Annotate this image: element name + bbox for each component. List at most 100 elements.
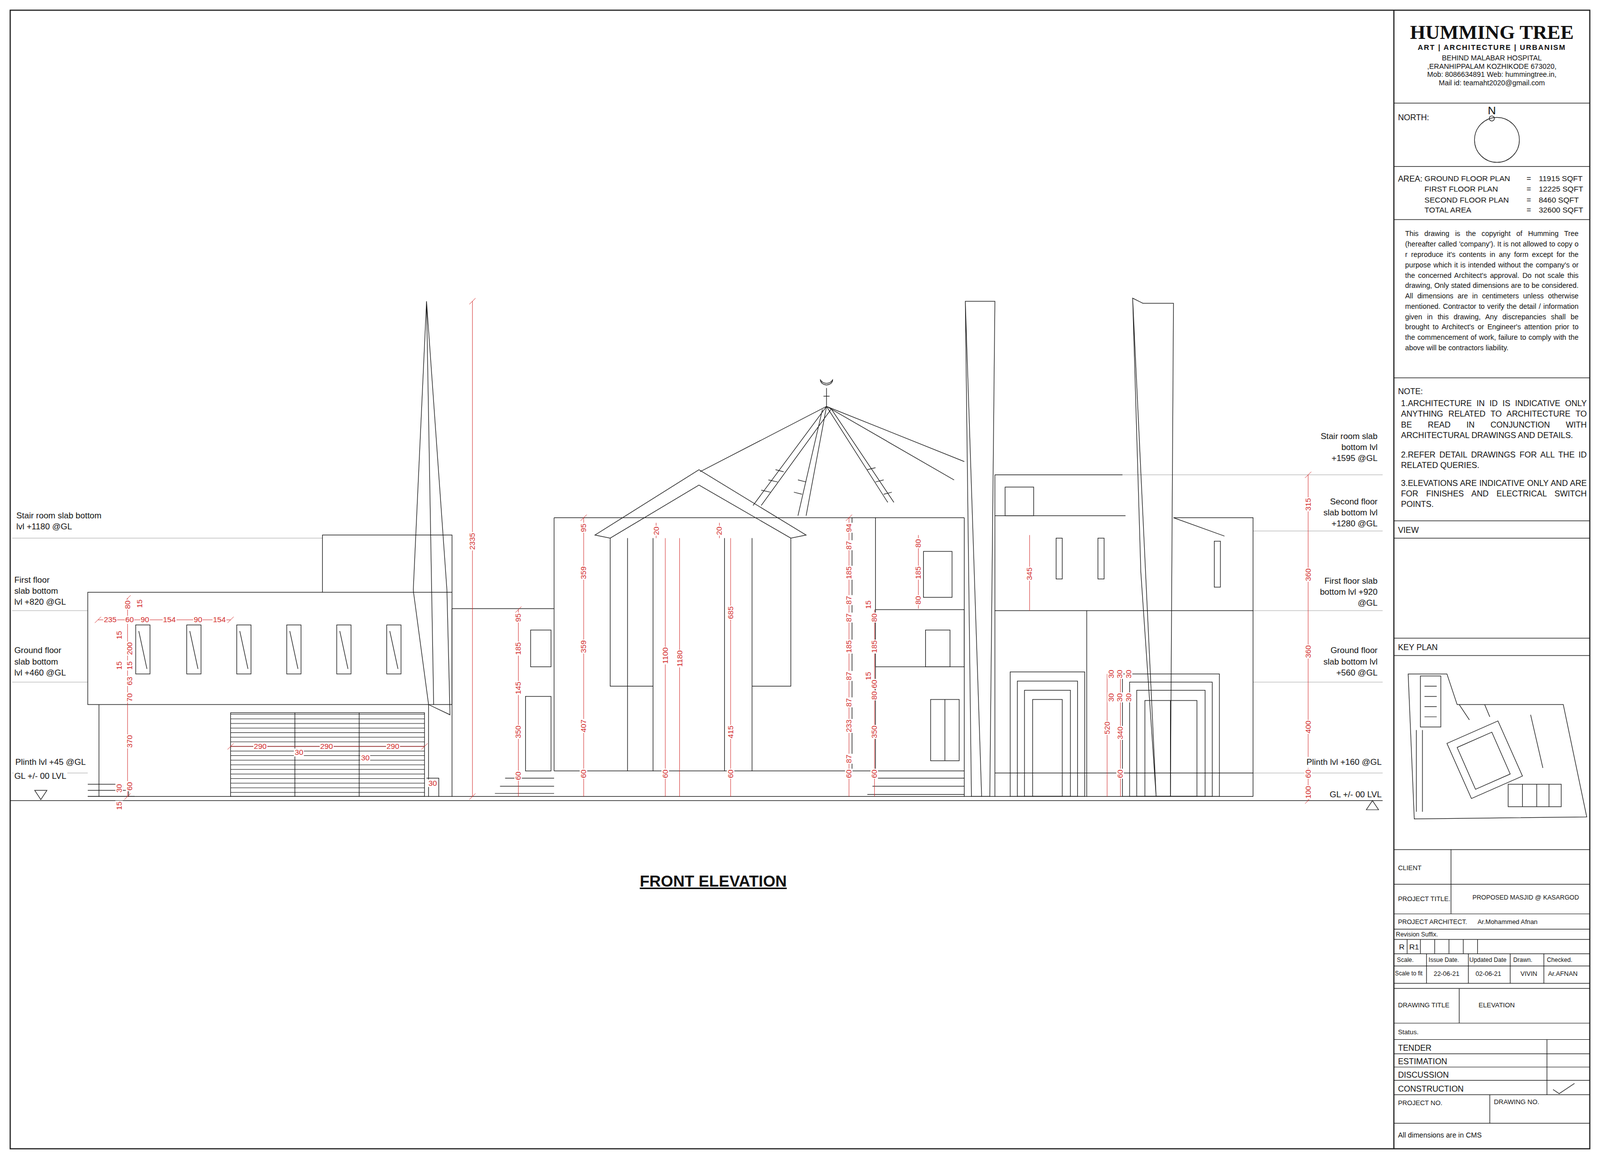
dimension-value: 360 <box>1304 567 1312 582</box>
dimension-value: 185 <box>845 639 853 654</box>
title-block-text: Ar.Mohammed Afnan <box>1477 917 1538 927</box>
dimension-value: 60 <box>726 769 735 780</box>
north-symbol <box>1474 115 1520 163</box>
level-note: Plinth lvl +45 @GL <box>14 756 87 768</box>
dimension-value: 80 <box>914 538 923 549</box>
dimension-value: 520 <box>1103 720 1111 735</box>
dimension-line <box>94 298 1312 804</box>
title-block-text: TENDER <box>1398 1042 1432 1053</box>
dimension-value: 345 <box>1025 566 1034 581</box>
dimension-value: 30 <box>1116 668 1124 679</box>
dimension-value: 80 <box>870 612 879 623</box>
elevation-linework <box>339 630 348 669</box>
elevation-linework <box>9 298 1383 810</box>
note-text: 2.REFER DETAIL DRAWINGS FOR ALL THE ID R… <box>1400 449 1587 471</box>
elevation-linework <box>289 630 298 669</box>
dimension-value: 30 <box>115 783 124 794</box>
level-line <box>12 474 1384 774</box>
title-block-text: TOTAL AREA <box>1424 204 1472 215</box>
level-note: First floor slab bottom lvl +820 @GL <box>13 574 69 608</box>
title-block-text: Scale to fit <box>1395 969 1423 978</box>
note-text: 3.ELEVATIONS ARE INDICATIVE ONLY AND ARE… <box>1400 477 1587 510</box>
elevation-linework <box>595 469 807 538</box>
dimension-value: 30 <box>294 748 305 757</box>
elevation-linework <box>426 778 439 797</box>
title-block-text: 8460 SQFT <box>1538 195 1579 205</box>
title-block-text: PROJECT TITLE. <box>1398 894 1451 903</box>
elevation-linework <box>995 517 1254 797</box>
dimension-value: 359 <box>580 565 588 580</box>
title-block-text: Revision Suffix. <box>1396 930 1438 939</box>
elevation-linework <box>1017 680 1078 797</box>
key-plan-thumbnail <box>1508 784 1562 807</box>
elevation-linework <box>186 624 201 674</box>
elevation-linework <box>1024 690 1071 797</box>
title-block-text: NORTH: <box>1398 112 1429 123</box>
title-block-text: VIEW <box>1398 524 1419 536</box>
dimension-line <box>97 301 1308 801</box>
dimension-value: 60 <box>1304 769 1312 780</box>
title-block-text: Issue Date. <box>1428 956 1459 965</box>
level-note: Plinth lvl +160 @GL <box>1305 756 1383 768</box>
dimension-value: 87 <box>845 697 853 708</box>
note-text: 1.ARCHITECTURE IN ID IS INDICATIVE ONLY … <box>1400 398 1587 441</box>
dimension-value: 290 <box>319 742 334 750</box>
title-block-text: DRAWING TITLE <box>1398 1000 1450 1009</box>
firm-tagline: ART | ARCHITECTURE | URBANISM <box>1417 42 1567 53</box>
title-block-text: R <box>1399 941 1405 952</box>
elevation-linework <box>1170 700 1171 797</box>
title-block-text: = <box>1526 173 1532 184</box>
dimension-value: 87 <box>845 670 853 681</box>
elevation-linework <box>1129 681 1213 797</box>
dimension-value: 30 <box>360 753 371 762</box>
key-plan-thumbnail <box>1416 729 1423 812</box>
dimension-value: 63 <box>125 675 134 686</box>
sheet-border <box>9 9 1590 1149</box>
dimension-value: 154 <box>162 615 177 624</box>
level-note: Second floor slab bottom lvl +1280 @GL <box>1317 496 1379 530</box>
elevation-linework <box>875 609 965 667</box>
dimension-value: 15 <box>115 800 124 811</box>
elevation-linework <box>609 538 791 772</box>
elevation-linework <box>944 699 946 761</box>
dimension-value: 1180 <box>675 649 684 667</box>
elevation-linework <box>530 629 552 667</box>
elevation-linework <box>1136 690 1205 797</box>
dimension-value: 15 <box>125 660 134 671</box>
dimension-value: 185 <box>914 565 923 580</box>
elevation-linework <box>700 406 965 516</box>
dimension-value: 315 <box>1304 497 1312 512</box>
dimension-value: 60 <box>870 769 879 780</box>
title-block-text: Updated Date <box>1469 956 1507 965</box>
title-block-text: CONSTRUCTION <box>1398 1083 1464 1094</box>
title-block-text: R1 <box>1408 941 1419 952</box>
title-block-text: Scale. <box>1397 956 1414 965</box>
drawing-title: FRONT ELEVATION <box>639 870 788 892</box>
elevation-linework <box>286 624 302 674</box>
title-block-text: AREA: <box>1398 173 1423 185</box>
sheet-border <box>9 9 1590 1149</box>
elevation-linework <box>1145 700 1198 797</box>
elevation-linework <box>294 712 360 797</box>
elevation-linework <box>965 301 995 797</box>
title-block-text: Status. <box>1398 1027 1419 1036</box>
dimension-value: 30 <box>1124 692 1133 703</box>
elevation-linework <box>995 474 1126 797</box>
dimension-value: 20 <box>715 526 724 537</box>
dimension-value: 235 <box>103 615 118 624</box>
title-block-text: VIVIN <box>1520 969 1538 979</box>
level-note: GL +/- 00 LVL <box>1328 789 1383 800</box>
dimension-value: 350 <box>514 724 523 739</box>
elevation-linework <box>336 624 352 674</box>
dimension-value: 80 <box>914 595 923 606</box>
dimension-value: 145 <box>514 680 523 695</box>
title-block-text: = <box>1526 184 1532 195</box>
title-block-text: DRAWING NO. <box>1493 1097 1540 1106</box>
dimension-value: 60 <box>1116 769 1125 780</box>
north-symbol <box>1474 117 1520 163</box>
elevation-linework <box>451 608 555 797</box>
sheet-border <box>1393 9 1395 1149</box>
level-line <box>12 474 1384 774</box>
dimension-value: 233 <box>845 718 853 733</box>
